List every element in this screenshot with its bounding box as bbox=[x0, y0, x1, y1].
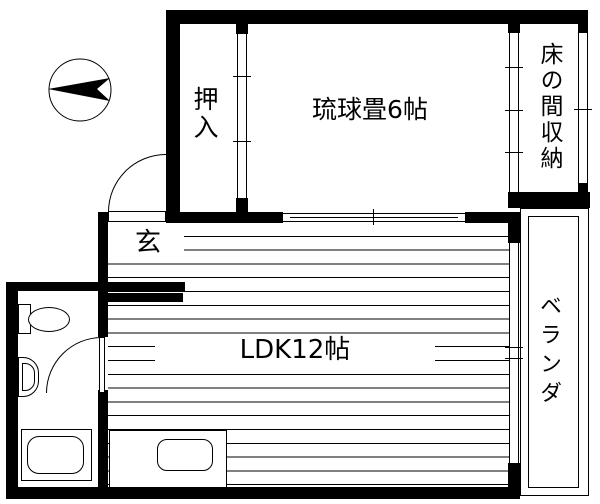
veranda-railing-outer bbox=[520, 208, 589, 496]
sliding-door-oshiire bbox=[237, 34, 247, 198]
sliding-door-oshiire-tick bbox=[233, 141, 251, 142]
wall-bathroom-left bbox=[6, 282, 18, 499]
wall-bathroom-top bbox=[6, 282, 185, 291]
sliding-door-tatami-ldk-rail bbox=[290, 217, 458, 218]
sliding-door-tatami-ldk-tick bbox=[373, 209, 374, 225]
toilet-bowl bbox=[28, 307, 70, 332]
wash-basin-bowl bbox=[22, 363, 35, 391]
wall-veranda-window-top-stub bbox=[508, 223, 520, 243]
sliding-door-storage bbox=[509, 33, 519, 192]
entrance-door-leaf bbox=[108, 211, 166, 222]
window-ldk-veranda bbox=[509, 243, 519, 463]
window-storage-east-tick bbox=[574, 109, 592, 110]
bathroom-door-swing-arc bbox=[46, 337, 102, 393]
wall-right-top-cap bbox=[578, 24, 588, 33]
wall-fusuma-top-cap bbox=[236, 24, 248, 34]
kitchen-sink bbox=[157, 439, 213, 471]
label-genkan: 玄 bbox=[134, 228, 161, 258]
sliding-door-storage-tick bbox=[505, 67, 523, 68]
wall-storage-bottom bbox=[508, 192, 590, 208]
wall-oshiire-left bbox=[166, 10, 180, 223]
sliding-door-oshiire-tick bbox=[233, 76, 251, 77]
window-storage-east bbox=[578, 33, 588, 183]
wall-storage-divider-cap bbox=[508, 24, 520, 33]
bathtub-inner bbox=[27, 436, 84, 474]
label-tokonoma-storage: 床の間収納 bbox=[536, 42, 562, 172]
wall-top bbox=[166, 10, 588, 24]
wall-right-bottom-cap bbox=[578, 183, 588, 195]
sliding-door-storage-tick bbox=[505, 110, 523, 111]
label-ldk: LDK12帖 bbox=[155, 336, 435, 365]
label-tatami-room: 琉球畳6帖 bbox=[312, 95, 428, 124]
compass-icon bbox=[48, 58, 112, 122]
wall-genkan-partition bbox=[105, 293, 183, 302]
wall-tatami-south-right bbox=[465, 212, 520, 223]
window-ldk-veranda-tick bbox=[505, 358, 523, 359]
wall-tatami-south-left bbox=[166, 212, 283, 223]
window-ldk-veranda-tick bbox=[505, 347, 523, 348]
label-oshiire: 押入 bbox=[190, 86, 219, 142]
wall-fusuma-bottom-cap bbox=[236, 198, 248, 212]
wall-bathroom-right-lower bbox=[98, 390, 108, 487]
wall-genkan-bathroom bbox=[98, 212, 108, 337]
wall-bottom bbox=[6, 487, 520, 499]
sliding-door-storage-tick bbox=[505, 152, 523, 153]
entrance-door-swing-arc bbox=[108, 154, 166, 212]
genkan-floor bbox=[108, 223, 184, 263]
label-veranda: ベランダ bbox=[536, 294, 561, 410]
veranda-railing-inner bbox=[528, 216, 579, 488]
